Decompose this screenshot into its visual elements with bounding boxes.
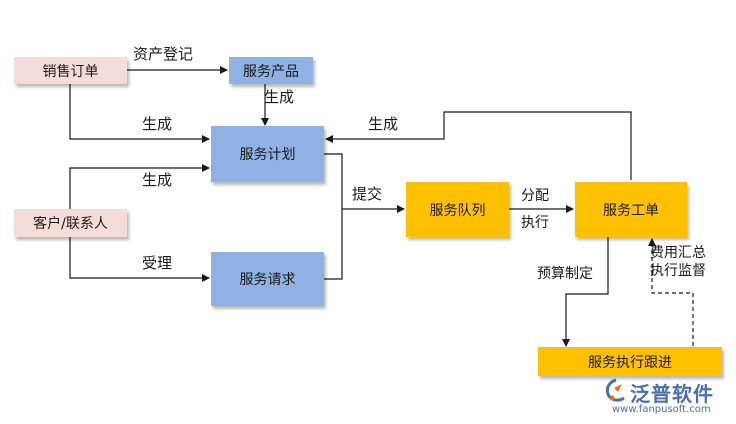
edge-ticket-to-tracking <box>562 237 609 347</box>
label-generate-ticket: 生成 <box>368 115 399 133</box>
label-cost-summary: 费用汇总 <box>650 245 706 261</box>
node-service-tracking: 服务执行跟进 <box>538 347 722 376</box>
label-accept: 受理 <box>142 254 173 272</box>
brand-url: www.fanpusoft.com <box>612 404 711 415</box>
label-asset-register: 资产登记 <box>133 45 194 63</box>
label-exec-monitor: 执行监督 <box>650 263 706 279</box>
label-budget: 预算制定 <box>537 266 593 282</box>
node-service-plan: 服务计划 <box>211 126 324 182</box>
node-service-request: 服务请求 <box>211 252 324 306</box>
edge-plan-bracket <box>324 153 343 280</box>
brand-logo: 泛普软件 www.fanpusoft.com <box>600 378 732 418</box>
node-customer: 客户/联系人 <box>14 209 127 237</box>
node-service-ticket: 服务工单 <box>575 182 687 237</box>
edge-customer-to-plan <box>69 164 210 209</box>
label-submit: 提交 <box>352 185 383 203</box>
edge-ticket-to-plan <box>325 111 632 180</box>
label-generate-product: 生成 <box>264 88 295 106</box>
node-service-queue: 服务队列 <box>406 182 509 237</box>
brand-mark-icon <box>605 378 625 402</box>
node-service-product: 服务产品 <box>229 57 313 84</box>
label-assign: 分配 <box>521 188 549 204</box>
edge-tracking-to-ticket <box>648 238 694 346</box>
node-sales-order: 销售订单 <box>14 57 127 84</box>
brand-name: 泛普软件 <box>630 382 714 406</box>
label-execute: 执行 <box>521 215 549 231</box>
label-generate-order: 生成 <box>142 115 173 133</box>
edge-customer-to-request <box>69 237 210 282</box>
edge-order-to-plan <box>69 84 210 143</box>
label-generate-customer: 生成 <box>142 171 173 189</box>
